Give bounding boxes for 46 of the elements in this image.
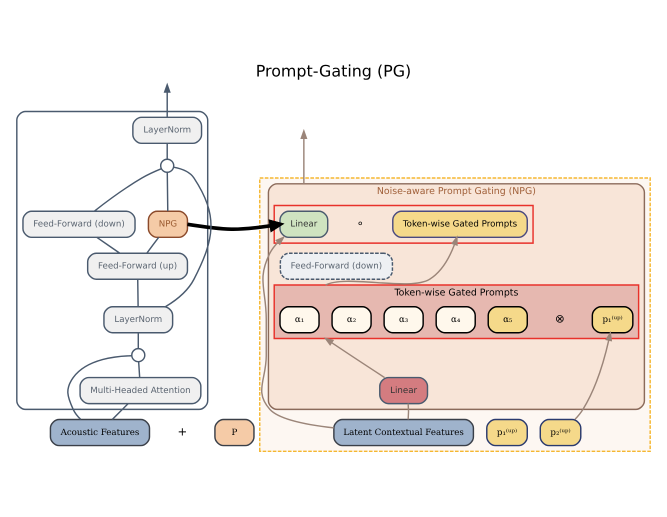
node-box: P [214, 418, 255, 446]
node-box: α₁ [279, 306, 320, 333]
connector [112, 402, 129, 420]
node-box: Multi-Headed Attention [79, 376, 202, 404]
node-box: Feed-Forward (down) [22, 210, 136, 238]
arrow [261, 235, 334, 428]
connector [94, 168, 162, 212]
connector [166, 172, 168, 211]
label: + [178, 424, 188, 438]
node-circle [160, 158, 174, 172]
arrow [574, 330, 612, 420]
connector [96, 236, 120, 254]
connector [166, 142, 168, 159]
node-box: α₃ [383, 306, 424, 333]
node-box: LayerNorm [132, 116, 202, 144]
cluster [16, 110, 208, 410]
arrow [300, 128, 308, 184]
connector [146, 236, 160, 254]
arrow [324, 336, 385, 378]
node-box: LayerNorm [103, 306, 174, 333]
node-box: α₄ [435, 306, 476, 333]
node-box: Token-wise Gated Prompts [392, 210, 528, 238]
connector [138, 332, 139, 348]
node-box: α₂ [331, 306, 372, 333]
node-box: NPG [148, 210, 188, 238]
node-box: Latent Contextual Features [333, 418, 474, 446]
connector [165, 166, 212, 307]
node-box: α₅ [488, 306, 528, 333]
node-circle [131, 347, 146, 362]
connector [407, 403, 410, 419]
arrow [164, 82, 171, 117]
node-box: Linear [379, 376, 428, 404]
connector [138, 361, 140, 377]
node-box: Feed-Forward (up) [86, 252, 188, 280]
node-box: p₁⁽ᵘᵖ⁾ [486, 418, 528, 446]
node-box: p₁⁽ᵘᵖ⁾ [592, 306, 634, 333]
node-box: Acoustic Features [50, 418, 150, 446]
connector [137, 279, 139, 306]
label: ∘ [356, 216, 364, 230]
node-box: Linear [279, 210, 328, 238]
node-box: Feed-Forward (down) [280, 252, 394, 280]
cluster [273, 204, 534, 244]
label: ⊗ [554, 310, 565, 325]
diagram-title: Prompt-Gating (PG) [256, 61, 412, 80]
arrow [187, 218, 284, 232]
node-box: p₂⁽ᵘᵖ⁾ [540, 418, 582, 446]
